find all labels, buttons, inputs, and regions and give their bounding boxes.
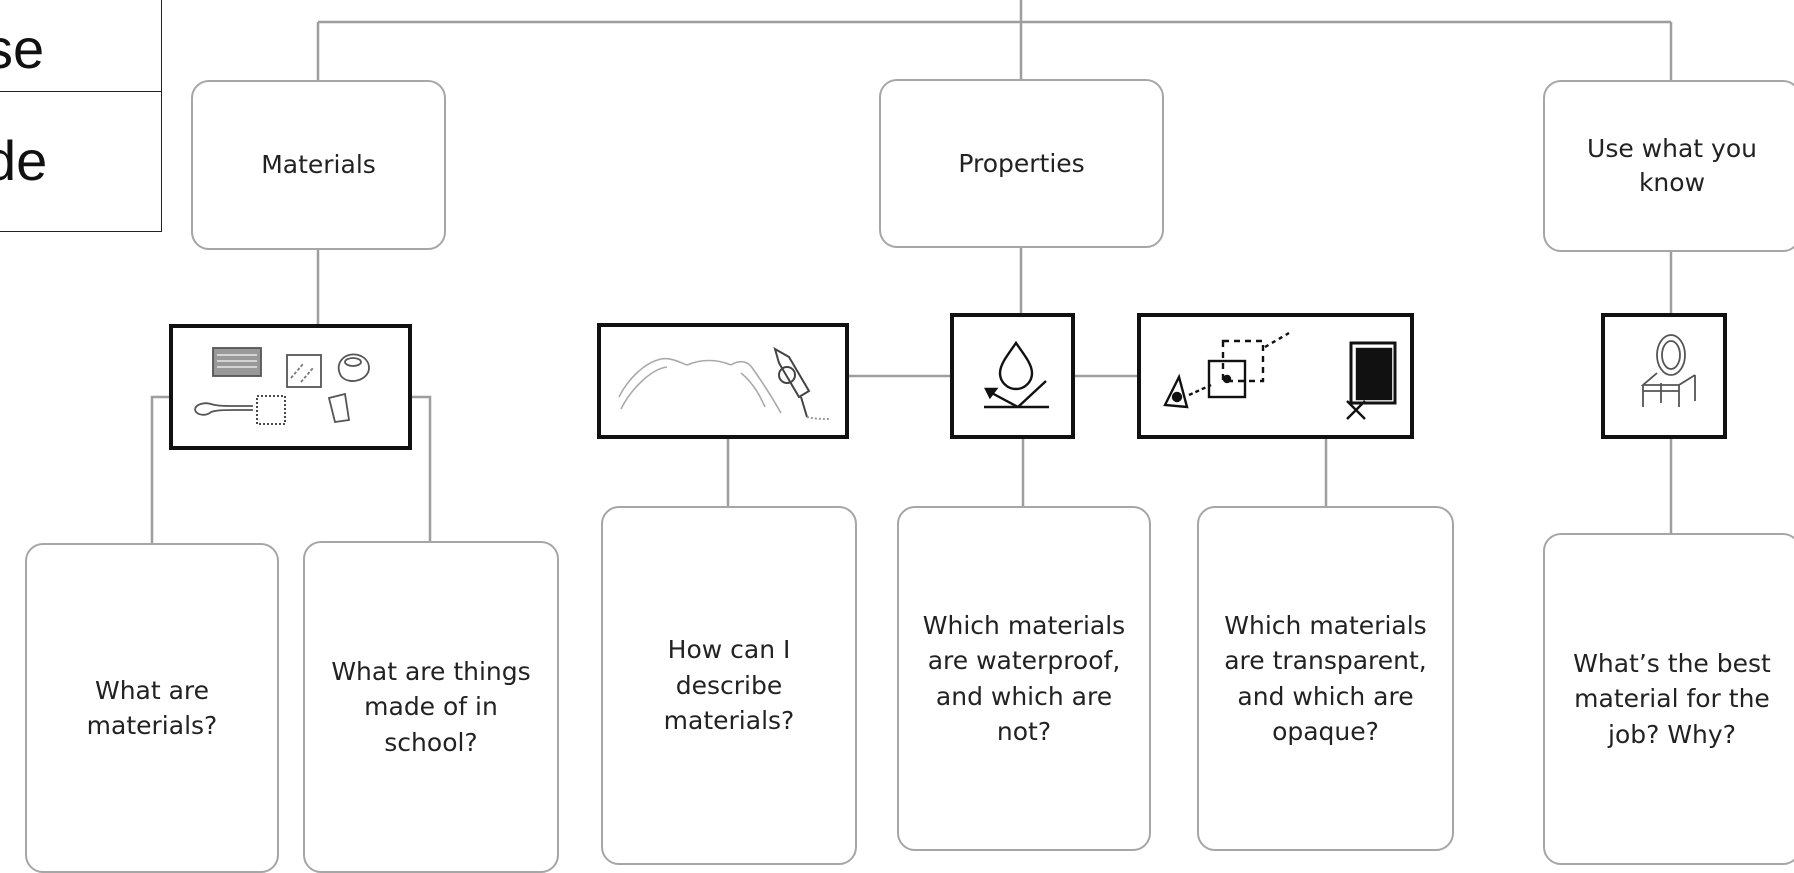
- stretch-bend-icon: [597, 323, 849, 439]
- legend-divider: [0, 91, 161, 92]
- question-how-describe-materials-text: How can I describe materials?: [663, 635, 795, 736]
- transparency-icon: [1137, 313, 1414, 439]
- question-transparent-text: Which materials are transparent, and whi…: [1224, 610, 1427, 747]
- heading-properties: Properties: [879, 79, 1164, 248]
- question-what-are-materials: What are materials?: [25, 543, 279, 873]
- question-how-describe-materials: How can I describe materials?: [601, 506, 857, 865]
- chair-icon: [1601, 313, 1727, 439]
- materials-collection-icon: [169, 324, 412, 450]
- question-what-are-things-made-of: What are things made of in school?: [303, 541, 559, 873]
- question-transparent: Which materials are transparent, and whi…: [1197, 506, 1454, 851]
- question-best-material: What’s the best material for the job? Wh…: [1543, 533, 1794, 865]
- question-what-are-things-made-of-text: What are things made of in school?: [331, 656, 531, 757]
- question-what-are-materials-text: What are materials?: [86, 675, 218, 741]
- question-best-material-text: What’s the best material for the job? Wh…: [1573, 648, 1771, 749]
- cropped-legend-box: se de: [0, 0, 162, 232]
- heading-use-what-you-know-label: Use what you know: [1587, 134, 1757, 197]
- legend-text-line-1: se: [0, 17, 45, 80]
- question-waterproof-text: Which materials are waterproof, and whic…: [922, 610, 1126, 747]
- legend-text-line-2: de: [0, 129, 48, 192]
- heading-materials: Materials: [191, 80, 446, 250]
- water-drop-icon: [950, 313, 1075, 439]
- heading-properties-label: Properties: [958, 148, 1085, 178]
- heading-materials-label: Materials: [261, 150, 376, 180]
- heading-use-what-you-know: Use what you know: [1543, 80, 1794, 252]
- question-waterproof: Which materials are waterproof, and whic…: [897, 506, 1151, 851]
